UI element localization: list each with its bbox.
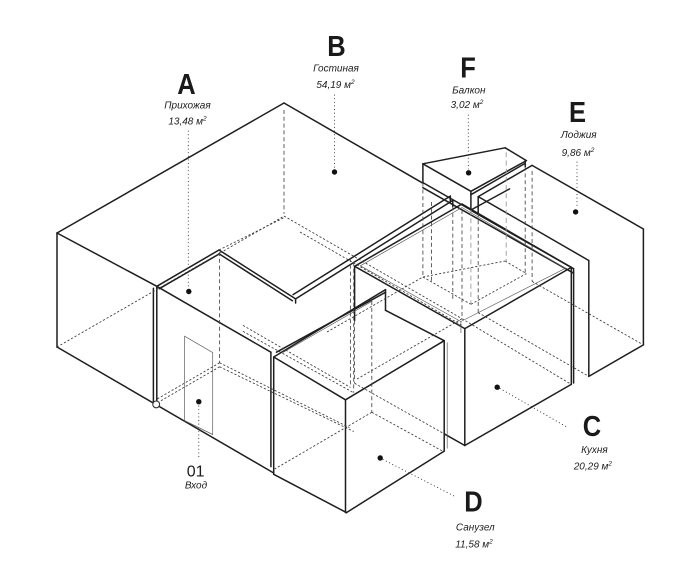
svg-text:D: D	[464, 485, 482, 518]
svg-text:F: F	[460, 51, 476, 84]
svg-text:Балкон: Балкон	[452, 86, 486, 97]
svg-text:Лоджия: Лоджия	[560, 130, 597, 141]
svg-text:13,48 м2: 13,48 м2	[168, 116, 207, 128]
svg-text:C: C	[583, 409, 601, 442]
svg-text:3,02 м2: 3,02 м2	[451, 99, 484, 111]
svg-text:Прихожая: Прихожая	[164, 101, 211, 112]
svg-text:B: B	[327, 29, 345, 62]
svg-text:Санузел: Санузел	[456, 523, 495, 534]
svg-text:9,86 м2: 9,86 м2	[562, 147, 595, 159]
svg-text:01: 01	[187, 464, 205, 481]
svg-text:11,58 м2: 11,58 м2	[455, 539, 493, 551]
svg-text:A: A	[177, 67, 195, 100]
svg-text:Кухня: Кухня	[581, 445, 608, 456]
svg-text:20,29 м2: 20,29 м2	[573, 461, 613, 473]
svg-text:E: E	[569, 95, 586, 128]
svg-text:54,19 м2: 54,19 м2	[316, 79, 355, 91]
svg-text:Вход: Вход	[185, 481, 208, 492]
svg-text:Гостиная: Гостиная	[313, 64, 359, 75]
